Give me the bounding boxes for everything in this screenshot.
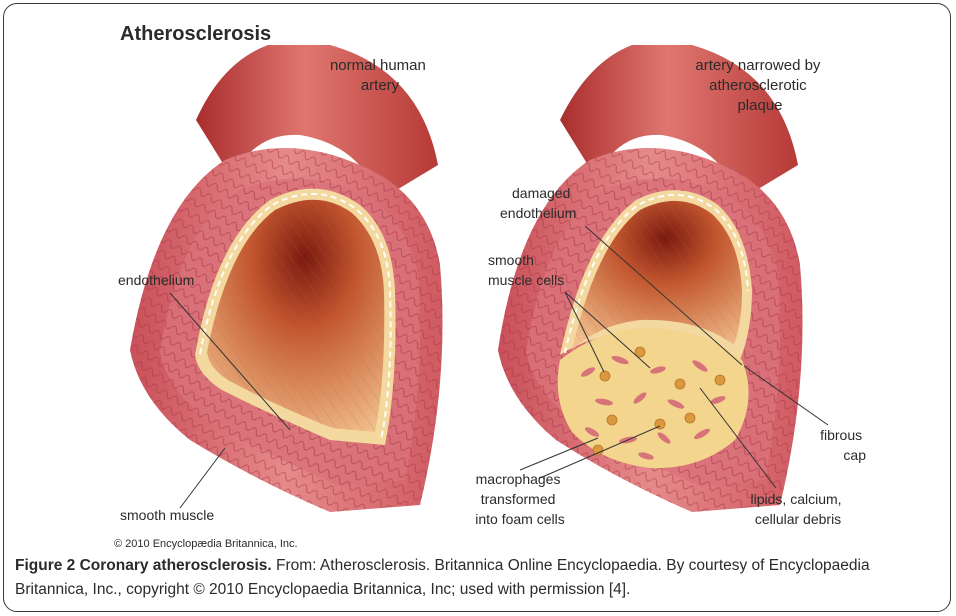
- copyright-text: © 2010 Encyclopædia Britannica, Inc.: [114, 538, 298, 550]
- figure-caption: Figure 2 Coronary atherosclerosis. From:…: [15, 554, 945, 602]
- endothelium-label: endothelium: [118, 272, 194, 288]
- smooth-muscle-leader: [180, 448, 225, 508]
- fibrous-cap-label: fibrous cap: [820, 427, 866, 463]
- figure-illustration: Atherosclerosis normal human artery endo…: [0, 0, 956, 552]
- smooth-muscle-label: smooth muscle: [120, 507, 214, 523]
- caption-title: Figure 2 Coronary atherosclerosis.: [15, 557, 272, 574]
- lipids-label: lipids, calcium, cellular debris: [751, 491, 846, 527]
- figure-title: Atherosclerosis: [120, 23, 271, 45]
- macrophages-label: macrophages transformed into foam cells: [475, 471, 564, 527]
